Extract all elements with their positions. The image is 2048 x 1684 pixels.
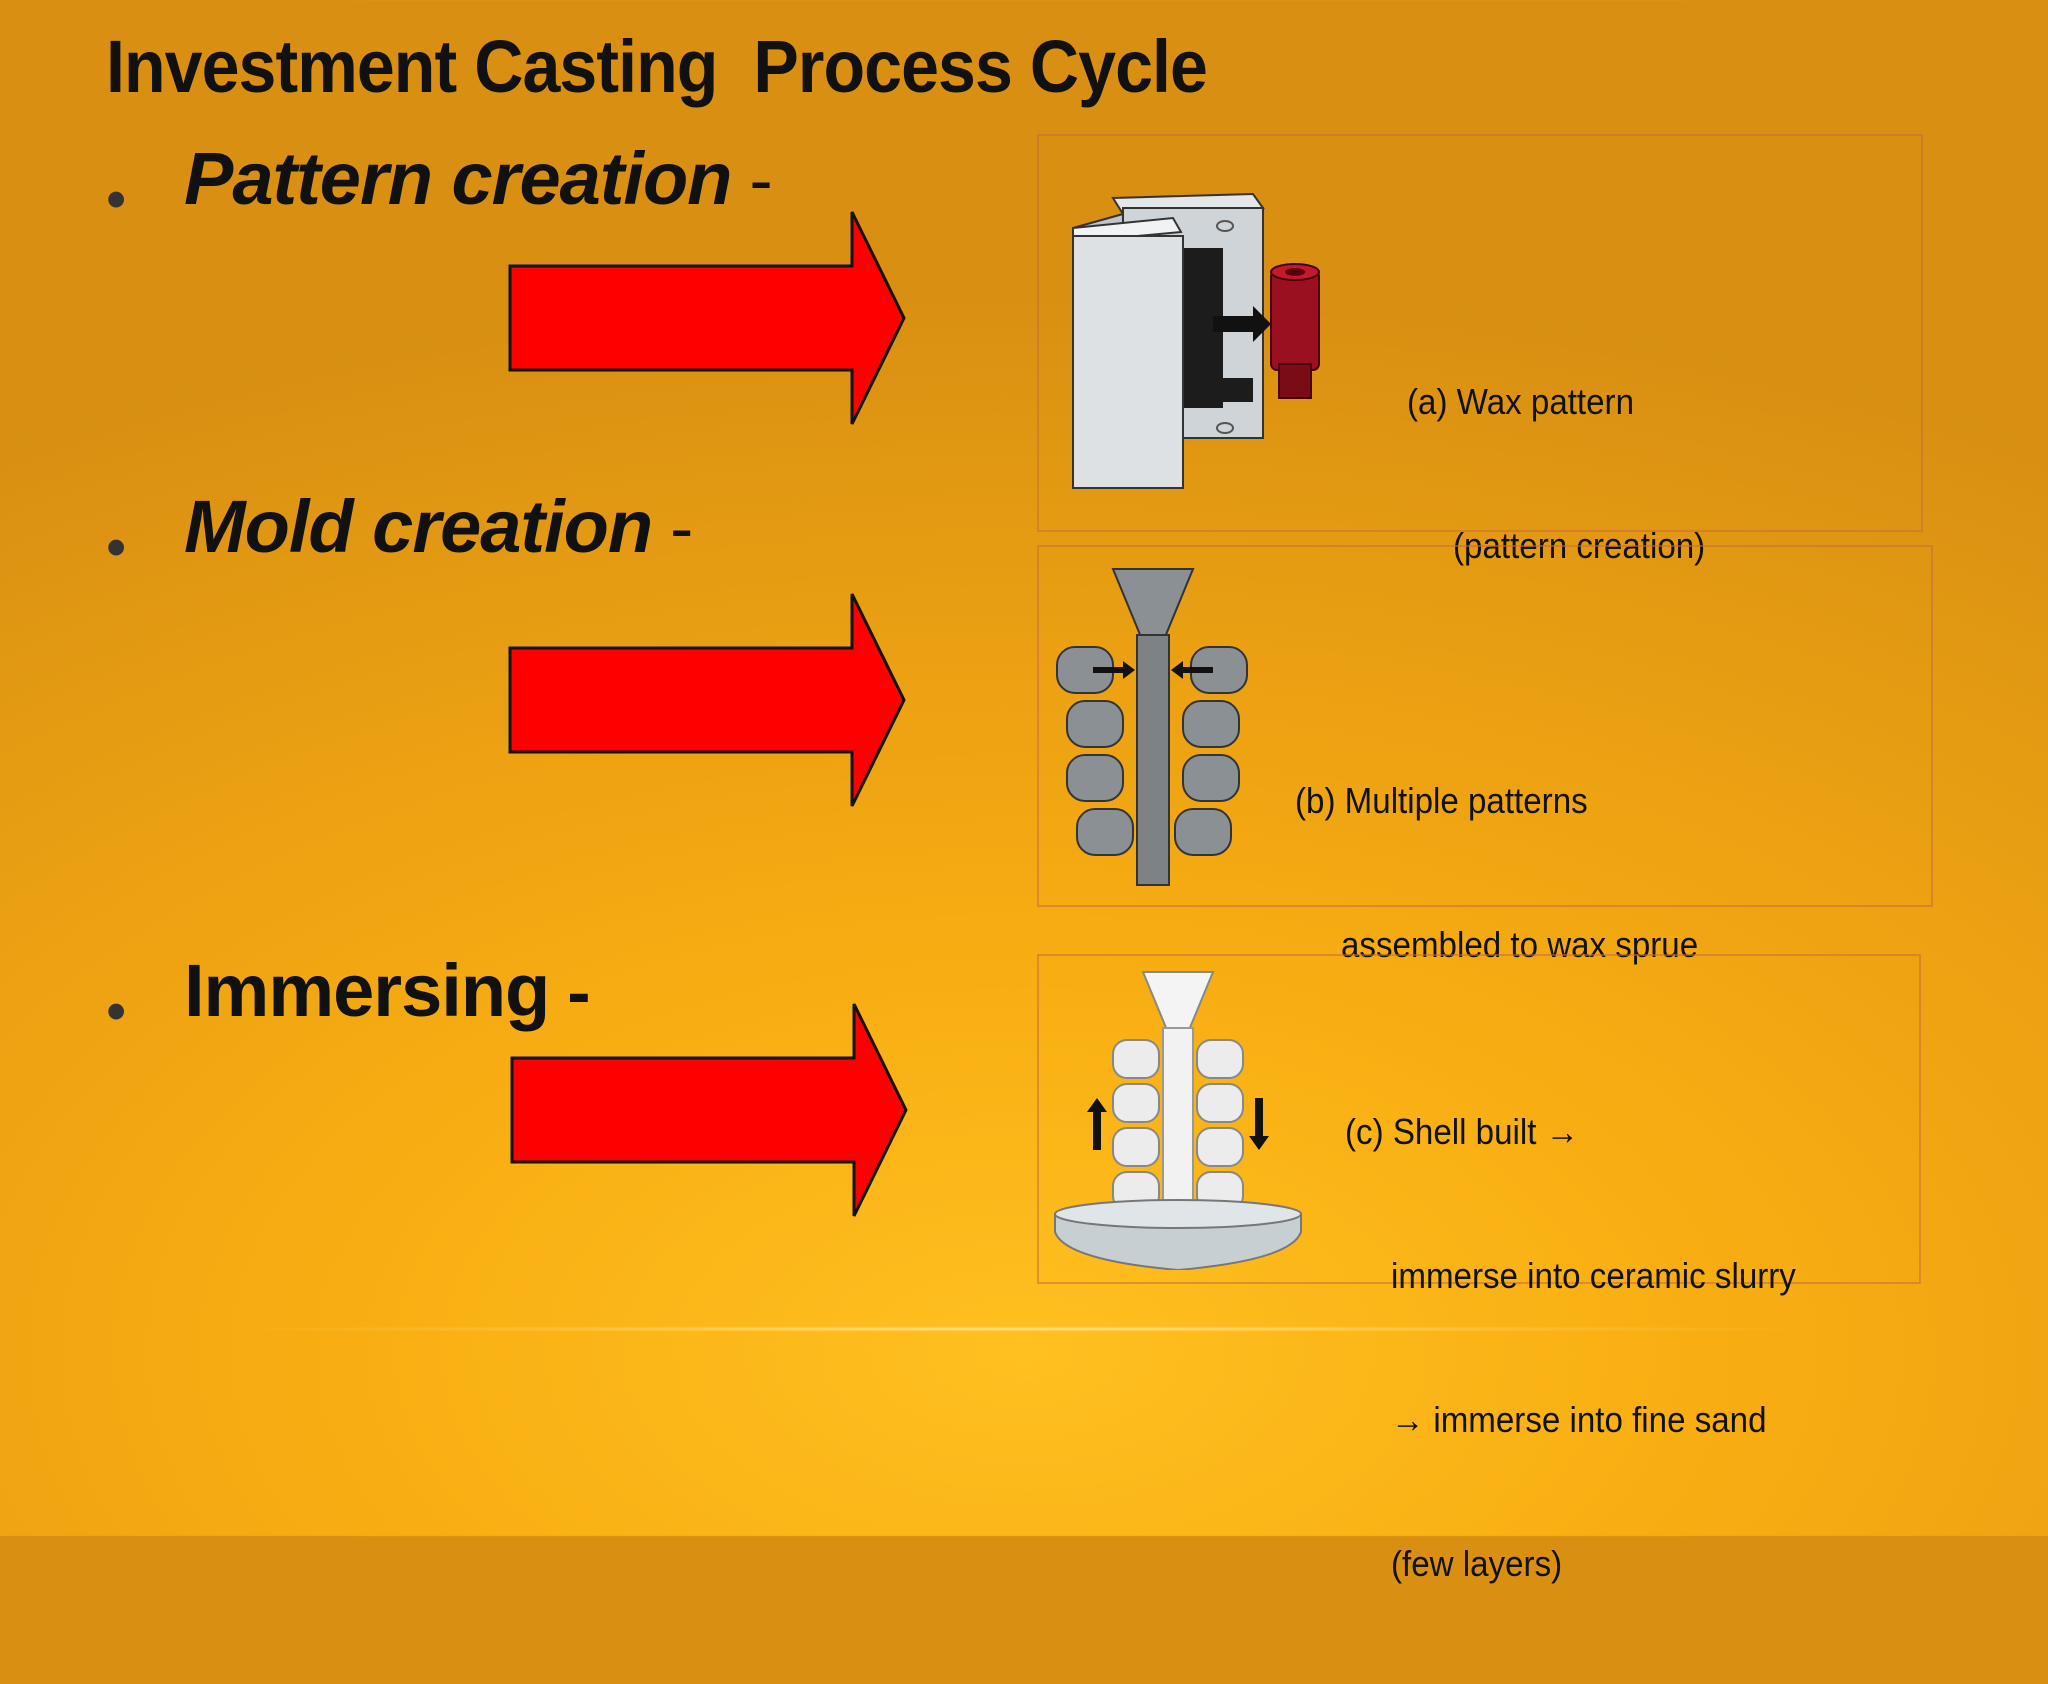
caption-panel-b: (b) Multiple patterns assembled to wax s… <box>1295 681 1698 1065</box>
wax-pattern-die-icon <box>1071 192 1320 490</box>
right-arrow-icon <box>510 1003 908 1217</box>
caption-line: (a) Wax pattern <box>1407 381 1635 422</box>
caption-panel-c: (c) Shell built → immerse into ceramic s… <box>1345 1012 1796 1684</box>
slide-title: Investment Casting Process Cycle <box>106 25 1208 108</box>
bullet-immersing: • Immersing- <box>106 948 591 1045</box>
bullet-marker: • <box>106 979 127 1045</box>
panel-wax-pattern: (a) Wax pattern (pattern creation) <box>1037 134 1923 566</box>
caption-line: (b) Multiple patterns <box>1295 780 1588 821</box>
caption-line: → immerse into fine sand <box>1345 1399 1767 1440</box>
panel-shell-built: (c) Shell built → immerse into ceramic s… <box>1037 954 1921 1584</box>
bullet-label: Pattern creation <box>184 137 732 220</box>
caption-line: (few layers) <box>1345 1543 1563 1584</box>
bullet-marker: • <box>106 515 127 581</box>
pattern-tree-icon <box>1056 568 1248 886</box>
right-arrow-icon <box>508 211 906 425</box>
caption-line: immerse into ceramic slurry <box>1345 1255 1796 1296</box>
bullet-mold-creation: • Mold creation- <box>106 484 693 581</box>
caption-line: assembled to wax sprue <box>1295 924 1699 965</box>
bullet-dash: - <box>567 953 591 1031</box>
right-arrow-icon <box>508 593 906 807</box>
caption-line: (c) Shell built → <box>1345 1111 1579 1152</box>
bullet-dash: - <box>670 489 694 567</box>
bullet-label: Mold creation <box>184 485 653 568</box>
bullet-pattern-creation: • Pattern creation- <box>106 136 773 233</box>
bullet-dash: - <box>749 141 773 219</box>
bullet-marker: • <box>106 167 127 233</box>
shell-dipping-icon <box>1054 971 1302 1270</box>
panel-multiple-patterns: (b) Multiple patterns assembled to wax s… <box>1037 545 1933 965</box>
bullet-label: Immersing <box>184 949 550 1032</box>
decorative-glow-line <box>240 1326 1800 1332</box>
